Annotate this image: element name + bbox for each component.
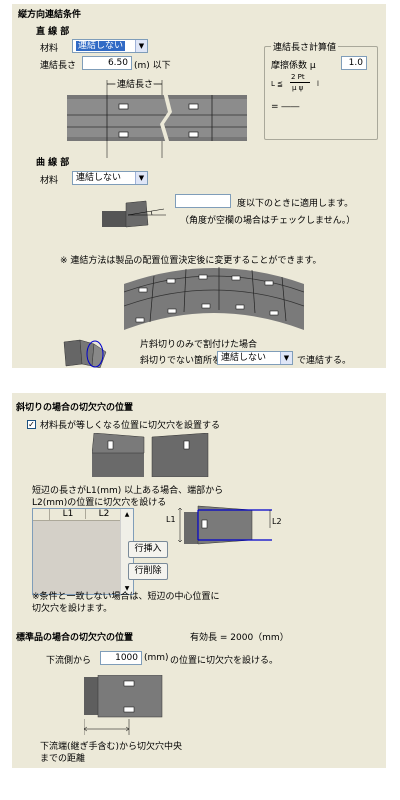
diagram-length-label: 連結長さ (117, 78, 153, 90)
chevron-down-icon[interactable]: ▼ (135, 40, 147, 52)
grid-header-l2: L2 (98, 509, 110, 519)
straight-material-value: 連結しない (76, 41, 126, 51)
length-label: 連結長さ (40, 61, 77, 71)
effective-length: 有効長 = 2000（mm） (190, 633, 289, 643)
curve-material-value: 連結しない (76, 173, 122, 183)
straight-material-select[interactable]: 連結しない ▼ (72, 39, 148, 53)
cutout-desc-2: L2(mm)の位置に切欠穴を設ける (32, 498, 167, 508)
formula-numerator: 2 Pt (291, 73, 305, 81)
scroll-down-icon[interactable]: ▼ (124, 585, 130, 592)
standard-unit: (mm) (144, 653, 169, 663)
l1-l2-grid[interactable]: L1 L2 ▲ ▼ (32, 508, 134, 595)
chevron-down-icon[interactable]: ▼ (280, 352, 292, 364)
straight-material-label: 材料 (40, 44, 59, 54)
delete-row-button[interactable]: 行削除 (128, 563, 168, 580)
standard-title: 標準品の場合の切欠穴の位置 (16, 633, 134, 643)
diagram-l1-label: L1 (166, 515, 176, 524)
formula-tail: l (317, 80, 319, 88)
standard-prefix: 下流側から (46, 656, 92, 666)
curve-heading: 曲 線 部 (36, 158, 70, 168)
angle-text: 度以下のときに適用します。 (237, 199, 354, 209)
cutout-note-2: 切欠穴を設けます。 (32, 604, 113, 614)
equal-length-label: 材料長が等しくなる位置に切欠穴を設置する (40, 421, 221, 431)
standard-suffix: の位置に切欠穴を設ける。 (170, 656, 279, 666)
cutout-title: 斜切りの場合の切欠穴の位置 (16, 403, 134, 413)
curve-angle-diagram (102, 200, 166, 228)
curve-material-label: 材料 (40, 176, 59, 186)
standard-diagram (84, 675, 163, 735)
friction-label: 摩擦係数 μ (271, 61, 316, 71)
calc-result: = ―― (271, 102, 300, 112)
friction-input[interactable]: 1.0 (341, 56, 367, 70)
formula-bar (290, 82, 310, 83)
calc-title: 連結長さ計算値 (271, 40, 339, 53)
oblique-suffix: で連結する。 (297, 356, 352, 366)
standard-caption-1: 下流端(継ぎ手含む)から切欠穴中央 (40, 742, 183, 752)
oblique-select[interactable]: 連結しない ▼ (217, 351, 293, 365)
longitudinal-panel: 縦方向連結条件 直 線 部 材料 連結しない ▼ 連結長さ 6.50 (m) 以… (12, 4, 386, 368)
diagram-l2-label: L2 (272, 517, 282, 526)
cutout-note-1: ※条件と一致しない場合は、短辺の中心位置に (32, 592, 220, 602)
section-title: 縦方向連結条件 (18, 10, 82, 20)
standard-caption-2: までの距離 (40, 754, 86, 764)
calc-groupbox: 連結長さ計算値 摩擦係数 μ 1.0 L ≦ 2 Pt μ ψ l = ―― (264, 40, 378, 140)
length-input[interactable]: 6.50 (82, 56, 132, 70)
cutout-panel: 斜切りの場合の切欠穴の位置 ✓ 材料長が等しくなる位置に切欠穴を設置する 短辺の… (12, 393, 386, 768)
cutout-desc-1: 短辺の長さがL1(mm) 以上ある場合、端部から (32, 486, 224, 496)
notice-text: ※ 連結方法は製品の配置位置決定後に変更することができます。 (60, 256, 322, 266)
formula-lhs: L ≦ (271, 80, 283, 88)
chevron-down-icon[interactable]: ▼ (135, 172, 147, 184)
insert-row-button[interactable]: 行挿入 (128, 541, 168, 558)
oblique-diagram (63, 339, 107, 368)
curve-material-select[interactable]: 連結しない ▼ (72, 171, 148, 185)
formula-denominator: μ ψ (292, 84, 304, 92)
grid-header-l1: L1 (51, 509, 86, 519)
scroll-up-icon[interactable]: ▲ (124, 511, 130, 518)
length-unit: (m) 以下 (134, 61, 171, 71)
standard-distance-input[interactable]: 1000 (100, 651, 142, 665)
oblique-title: 片斜切りのみで割付けた場合 (140, 340, 258, 350)
straight-diagram: 連結長さ (67, 76, 247, 158)
equal-length-checkbox[interactable]: ✓ (27, 420, 36, 429)
oblique-prefix: 斜切りでない箇所を (140, 356, 222, 366)
angle-input[interactable] (175, 194, 231, 208)
grid-header-row: L1 L2 (33, 509, 121, 521)
straight-heading: 直 線 部 (36, 27, 70, 37)
cutout-pieces-diagram (92, 433, 209, 477)
curve-segments-diagram (124, 267, 304, 330)
grid-corner (33, 509, 50, 520)
angle-note: （角度が空欄の場合はチェックしません。） (180, 216, 356, 226)
l1-l2-diagram: L1 L2 (166, 505, 282, 545)
oblique-value: 連結しない (221, 353, 267, 363)
